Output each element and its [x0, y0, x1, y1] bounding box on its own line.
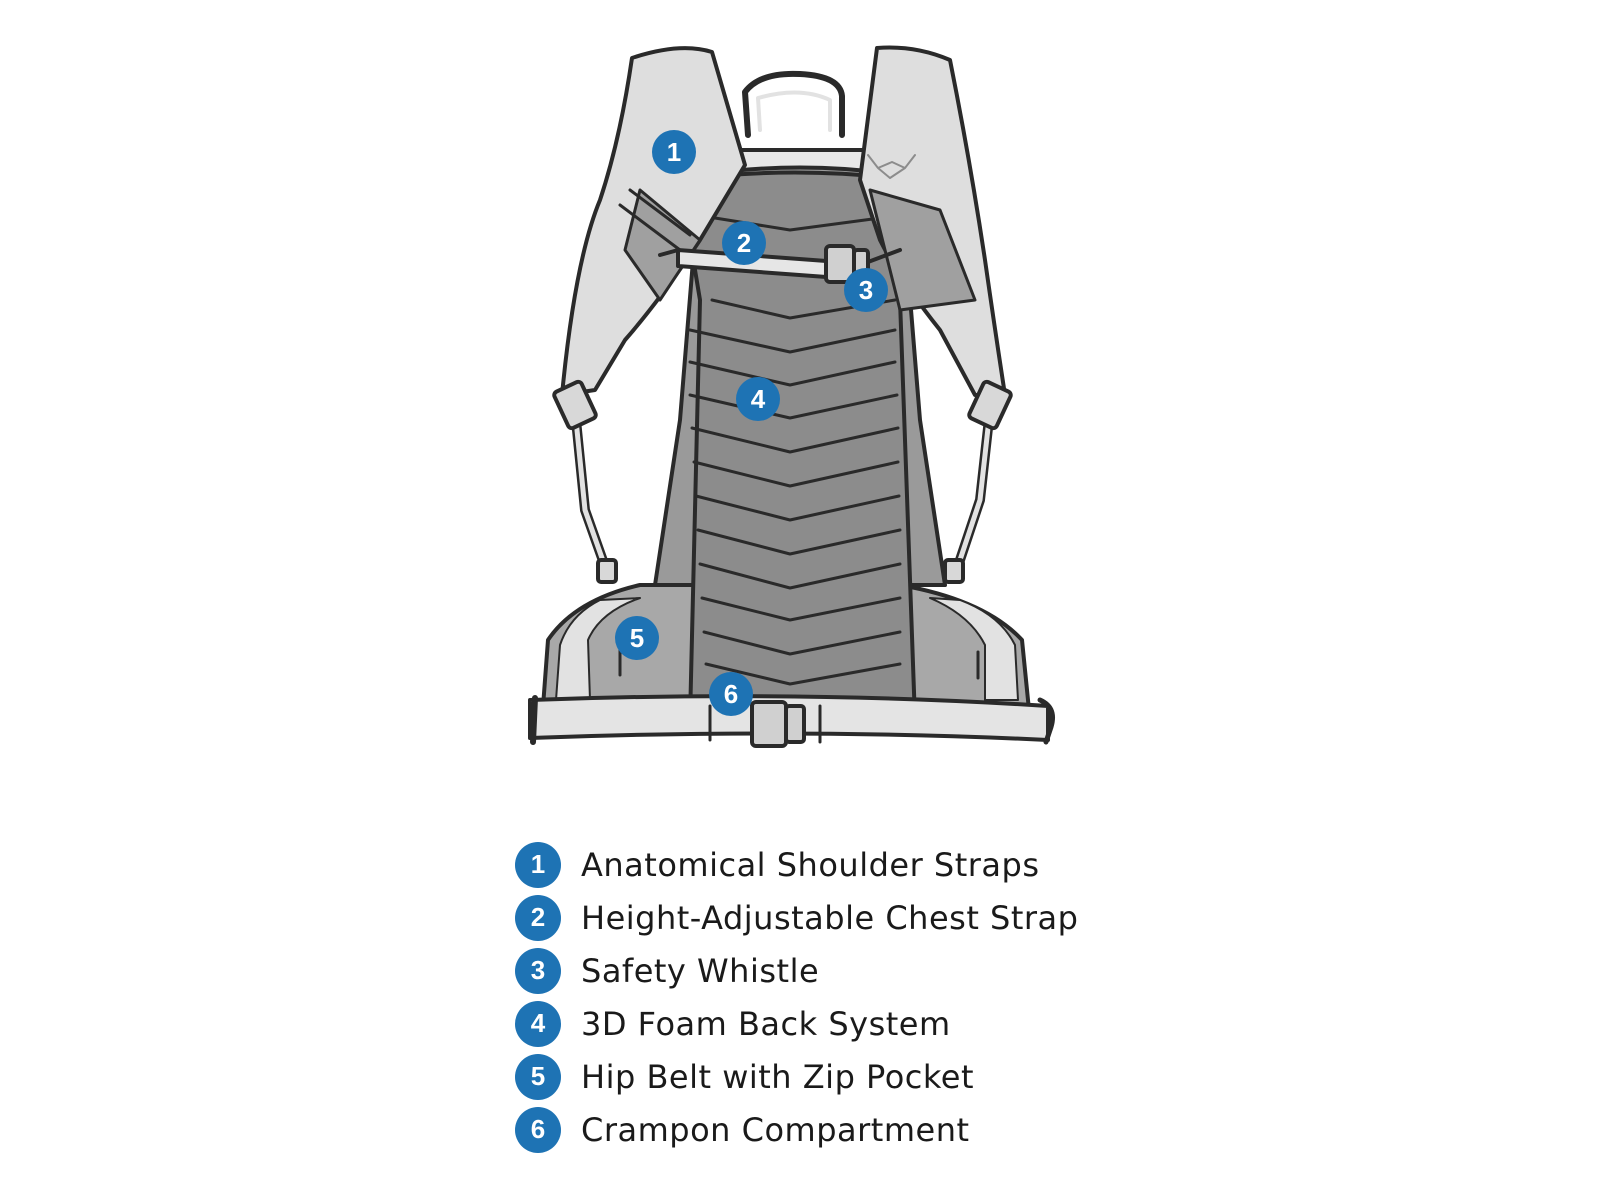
marker-3-number: 3 — [859, 275, 873, 305]
hip-belt-buckle — [750, 700, 788, 748]
legend-item: 1 Anatomical Shoulder Straps — [515, 838, 1215, 891]
legend-label: Crampon Compartment — [581, 1110, 970, 1149]
marker-2: 2 — [722, 221, 766, 265]
marker-5-number: 5 — [630, 623, 644, 653]
backpack-illustration — [528, 45, 1055, 748]
legend-item: 3 Safety Whistle — [515, 944, 1215, 997]
legend-label: Safety Whistle — [581, 951, 820, 990]
marker-4: 4 — [736, 377, 780, 421]
marker-1-number: 1 — [667, 137, 681, 167]
marker-6: 6 — [709, 672, 753, 716]
top-handle — [742, 70, 845, 138]
legend-number-badge: 5 — [515, 1053, 561, 1100]
legend-label: Hip Belt with Zip Pocket — [581, 1057, 974, 1096]
brand-logo — [867, 154, 916, 179]
legend-label: 3D Foam Back System — [581, 1004, 951, 1043]
right-strap-adjuster — [967, 379, 1013, 431]
legend-item: 6 Crampon Compartment — [515, 1103, 1215, 1156]
legend-item: 2 Height-Adjustable Chest Strap — [515, 891, 1215, 944]
legend-number-badge: 4 — [515, 1000, 561, 1047]
legend-number-badge: 1 — [515, 841, 561, 888]
legend-number-badge: 2 — [515, 894, 561, 941]
marker-3: 3 — [844, 268, 888, 312]
feature-legend: 1 Anatomical Shoulder Straps 2 Height-Ad… — [515, 838, 1215, 1156]
marker-6-number: 6 — [724, 679, 738, 709]
legend-item: 5 Hip Belt with Zip Pocket — [515, 1050, 1215, 1103]
marker-5: 5 — [615, 616, 659, 660]
left-strap-adjuster — [552, 379, 598, 431]
legend-number-badge: 3 — [515, 947, 561, 994]
foam-ridges — [688, 216, 902, 686]
marker-1: 1 — [652, 130, 696, 174]
legend-label: Height-Adjustable Chest Strap — [581, 898, 1079, 937]
marker-2-number: 2 — [737, 228, 751, 258]
legend-label: Anatomical Shoulder Straps — [581, 845, 1040, 884]
legend-item: 4 3D Foam Back System — [515, 997, 1215, 1050]
legend-number-badge: 6 — [515, 1106, 561, 1153]
marker-4-number: 4 — [751, 384, 766, 414]
backpack-diagram: 1 2 3 4 5 6 — [528, 45, 1055, 748]
